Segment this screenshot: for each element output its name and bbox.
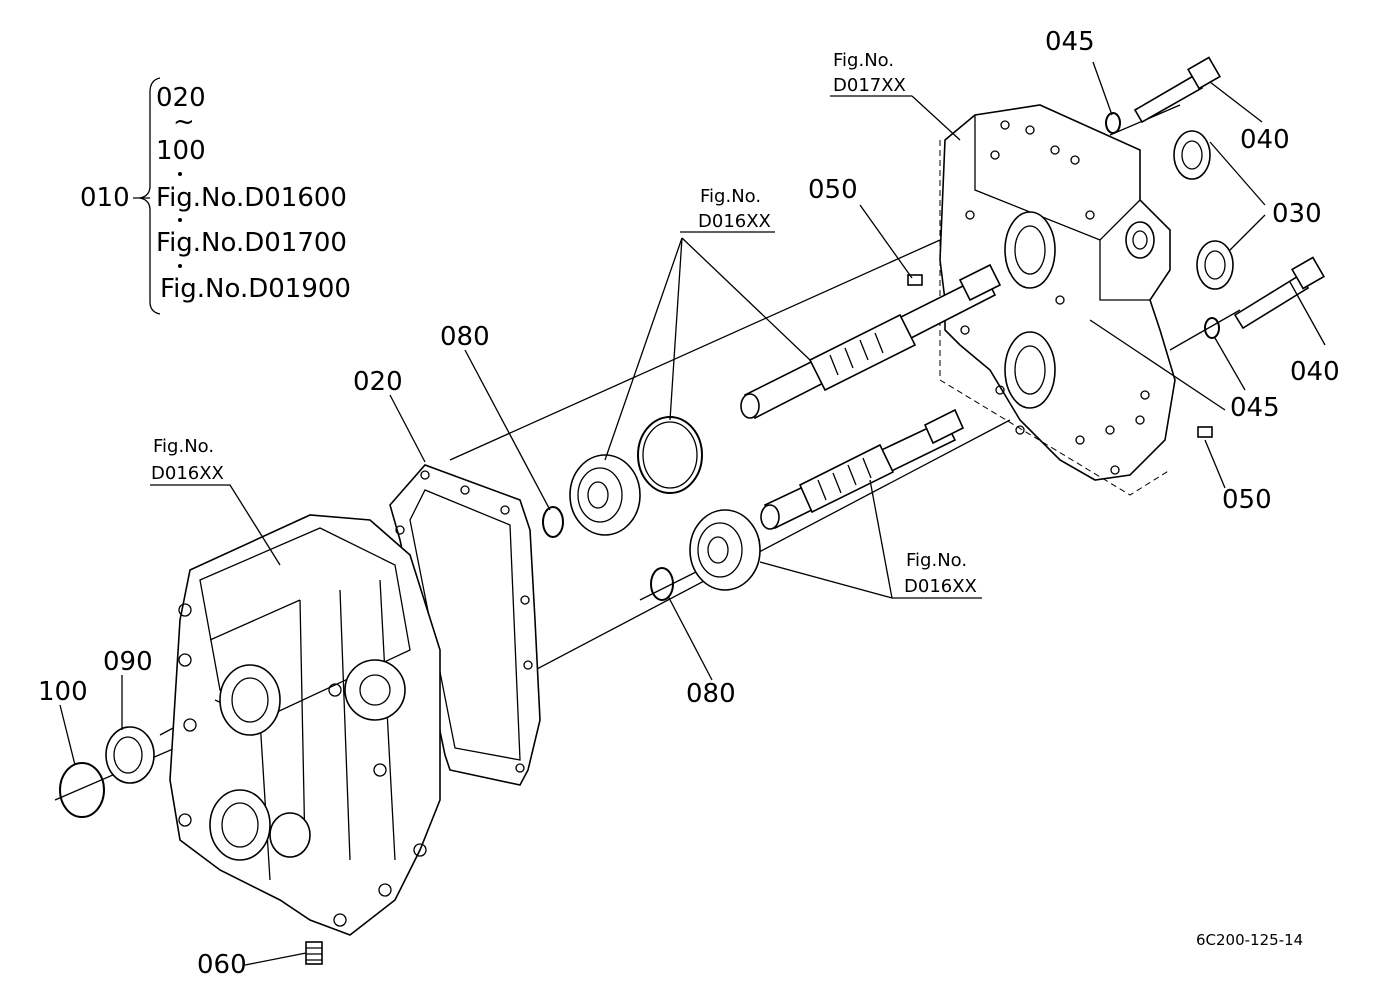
legend-range-end: 100 — [156, 136, 206, 166]
front-transmission-case — [169, 514, 441, 936]
label-050-top: 050 — [808, 175, 858, 205]
seal-030-bottom — [1196, 240, 1234, 290]
washer-045-top — [1105, 112, 1121, 134]
label-020: 020 — [353, 367, 403, 397]
leader-lines — [59, 61, 1326, 966]
label-050-right: 050 — [1222, 485, 1272, 515]
figref-d016-right-line1: Fig.No. — [906, 550, 967, 571]
label-030: 030 — [1272, 199, 1322, 229]
label-080-top: 080 — [440, 322, 490, 352]
drawing-code: 6C200-125-14 — [1196, 931, 1303, 949]
legend-range-start: 020 — [156, 83, 206, 113]
snap-ring-080-bottom — [650, 567, 674, 601]
label-060: 060 — [197, 950, 247, 980]
label-100: 100 — [38, 677, 88, 707]
figref-d017-line1: Fig.No. — [833, 50, 894, 71]
figref-d016-top-line2: D016XX — [698, 211, 771, 232]
label-045-top: 045 — [1045, 27, 1095, 57]
upper-large-snap-ring — [637, 416, 703, 494]
lower-bearing — [689, 509, 761, 591]
lower-shaft — [760, 408, 965, 530]
figref-d016-right-line2: D016XX — [904, 576, 977, 597]
snap-ring-100 — [59, 762, 105, 818]
washer-045-mid — [1204, 317, 1220, 339]
figref-d016-left-line1: Fig.No. — [153, 436, 214, 457]
figref-d016-left-line2: D016XX — [151, 463, 224, 484]
legend-fig-3: Fig.No.D01900 — [160, 274, 351, 304]
figref-d017-line2: D017XX — [833, 75, 906, 96]
label-045-mid: 045 — [1230, 393, 1280, 423]
plug-060 — [305, 941, 323, 965]
pin-050-top — [907, 274, 923, 286]
upper-bearing — [569, 454, 641, 536]
legend-fig-2: Fig.No.D01700 — [156, 228, 347, 258]
legend-fig-1: Fig.No.D01600 — [156, 183, 347, 213]
seal-030-top — [1173, 130, 1211, 180]
right-housing-cover — [939, 104, 1176, 496]
label-090: 090 — [103, 647, 153, 677]
label-080-bottom: 080 — [686, 679, 736, 709]
snap-ring-080-top — [542, 506, 564, 538]
oil-seal-090 — [105, 726, 155, 784]
upper-shaft — [740, 263, 1002, 420]
figref-d016-top-line1: Fig.No. — [700, 186, 761, 207]
bolt-040-mid — [1233, 256, 1325, 330]
bolt-040-top — [1133, 56, 1221, 124]
label-040-top: 040 — [1240, 125, 1290, 155]
legend-tilde: ~ — [173, 107, 195, 137]
legend-bracket — [133, 77, 182, 315]
pin-050-right — [1197, 426, 1213, 438]
legend-main-label: 010 — [80, 183, 130, 213]
label-040-mid: 040 — [1290, 357, 1340, 387]
